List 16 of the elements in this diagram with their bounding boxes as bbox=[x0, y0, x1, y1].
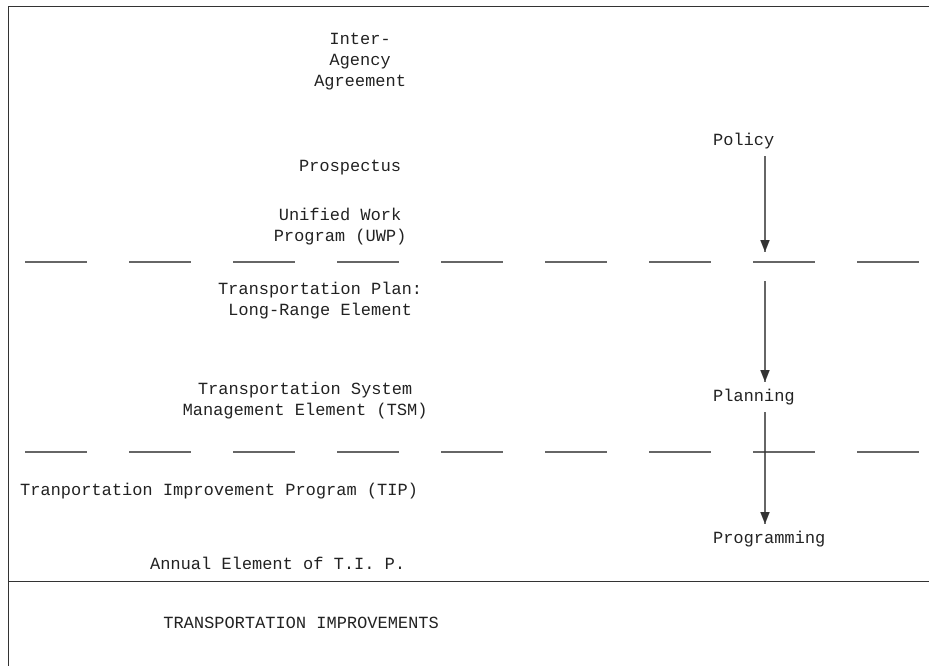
arrow bbox=[760, 412, 770, 524]
stage-label: Programming bbox=[713, 527, 873, 553]
plan-element-text: Transportation Plan: Long-Range Element bbox=[216, 280, 424, 322]
stage-label: Policy bbox=[713, 129, 819, 155]
arrow bbox=[760, 156, 770, 252]
section-title: TRANSPORTATION IMPROVEMENTS bbox=[162, 614, 440, 635]
arrow bbox=[760, 281, 770, 382]
plan-element-text: Annual Element of T.I. P. bbox=[150, 555, 406, 576]
plan-element-text: Unified Work Program (UWP) bbox=[272, 206, 408, 248]
plan-element-text: Inter- Agency Agreement bbox=[313, 30, 407, 93]
plan-element-text: Prospectus bbox=[298, 157, 402, 178]
stage-label: Planning bbox=[713, 385, 825, 411]
plan-element-text: Transportation System Management Element (TSM) bbox=[182, 380, 428, 422]
panel-frame bbox=[8, 6, 929, 582]
panel-frame bbox=[8, 581, 929, 666]
plan-element-text: Tranportation Improvement Program (TIP) bbox=[20, 481, 419, 502]
